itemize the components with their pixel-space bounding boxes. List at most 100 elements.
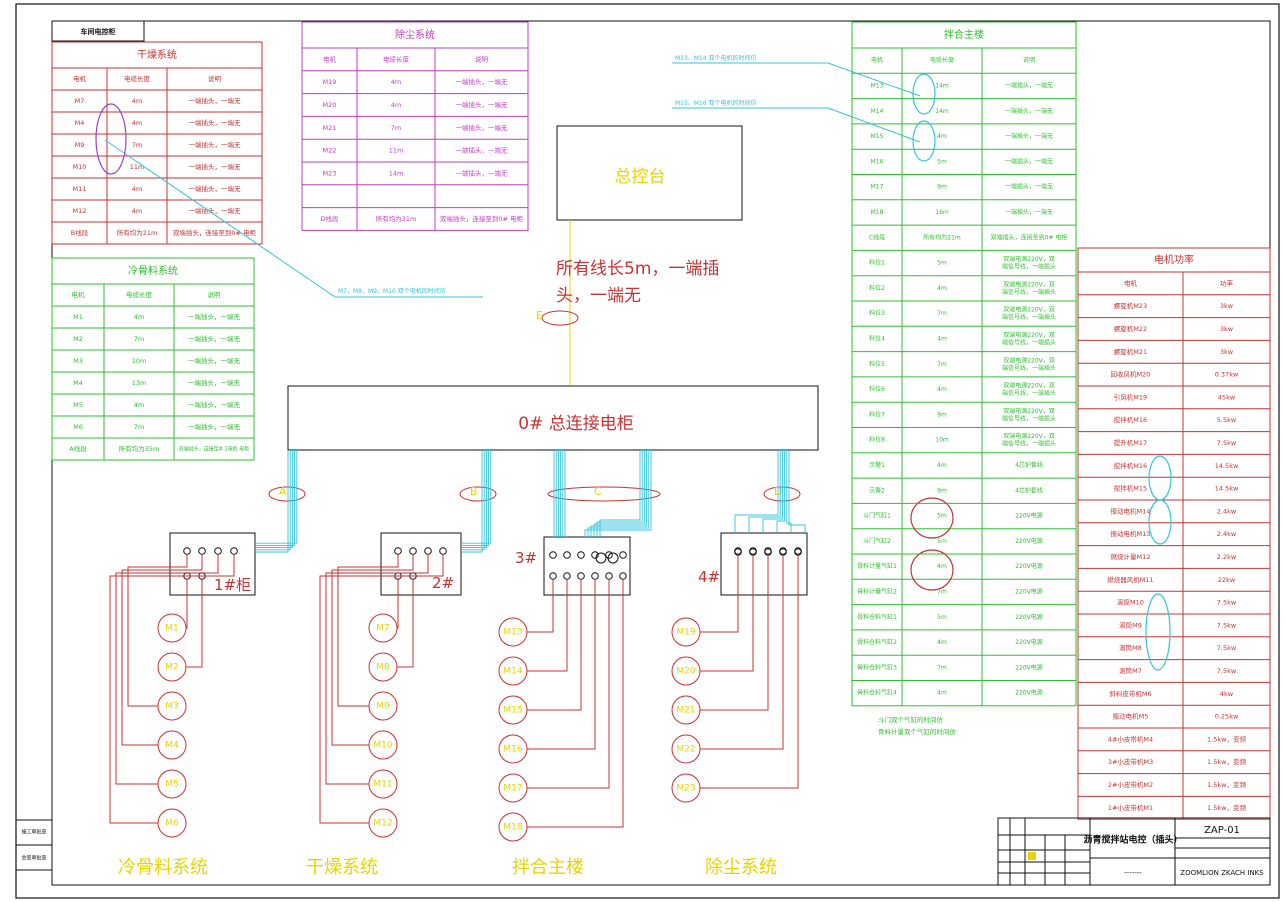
trunk-wire — [461, 450, 487, 549]
motor-label: M10 — [373, 741, 392, 751]
corner-label-box — [51, 20, 145, 42]
cabinet-label: 3# — [515, 549, 537, 567]
table-cell: 螺旋机M22 — [1114, 324, 1147, 333]
table-cell: 端信号线，一端插头 — [1002, 414, 1056, 422]
motor-wire — [527, 580, 582, 711]
segment-ellipse — [459, 486, 497, 502]
table-cell: M19 — [323, 78, 337, 86]
table-cell: 骨料仓料气缸4 — [857, 689, 897, 697]
table-cell: 提升机M17 — [1114, 438, 1147, 447]
highlight-ellipse — [1148, 499, 1172, 545]
table-cell: 一端插头，一端无 — [456, 168, 509, 177]
table-cell: 14.5kw — [1215, 462, 1239, 470]
trunk-wire — [461, 450, 492, 544]
table-cell: 斜料皮带机M6 — [1109, 689, 1151, 698]
trunk-wire — [587, 450, 650, 537]
table-cell: 11m — [389, 147, 404, 155]
motor-wire — [325, 555, 429, 785]
table-cell: 7m — [391, 124, 401, 132]
annotation-leader — [104, 139, 336, 298]
motor-label: M5 — [165, 780, 179, 790]
highlight-ellipse — [912, 120, 936, 162]
table-cell: 7.5kw — [1217, 439, 1237, 447]
cabinet-box — [169, 532, 256, 596]
trunk-wire — [255, 450, 296, 546]
table-cell: 2.2kw — [1217, 553, 1237, 561]
annotation-leader — [827, 62, 921, 97]
motor-wire — [319, 555, 444, 824]
highlight-ellipse — [95, 103, 127, 175]
cable-note: 头，一端无 — [556, 286, 641, 306]
terminal — [619, 572, 627, 580]
table-cell: 料位6 — [869, 385, 885, 393]
motor-label: M21 — [676, 706, 695, 716]
motor-wire — [700, 555, 769, 711]
annotation-text: M7、M8、M9、M10 双个电机的时间仿 — [338, 287, 446, 295]
table-cell: M16 — [871, 158, 884, 165]
table-cell: 一端插头，一端无 — [1005, 132, 1053, 140]
relay-coil — [607, 552, 619, 564]
terminal — [394, 547, 402, 555]
table-cell: 7m — [937, 361, 947, 368]
table-border — [51, 41, 263, 245]
table-cell: M10 — [73, 163, 87, 171]
cable-note: 所有线长5m，一端插 — [556, 259, 719, 279]
table-cell: 3kw — [1220, 325, 1234, 333]
company-name: ZOOMLION ZKACH INKS — [1180, 869, 1264, 877]
segment-label: B — [470, 485, 478, 498]
table-cell: 220V电源 — [1015, 613, 1043, 621]
motor-label: M8 — [376, 663, 390, 673]
table-cell: M7 — [75, 97, 85, 105]
terminal — [619, 551, 627, 559]
motor-label: M3 — [165, 702, 179, 712]
table-border — [301, 21, 529, 231]
mixing-note: 斗门双个气缸的时间仿 — [878, 715, 944, 724]
motor-wire — [186, 580, 188, 629]
trunk-wire — [734, 450, 779, 533]
table-cell: 骨料仓料气缸3 — [857, 663, 897, 671]
motor-label: M18 — [503, 823, 522, 833]
motor-wire — [700, 555, 754, 672]
table-cell: 7m — [937, 588, 947, 595]
motor-label: M15 — [503, 706, 522, 716]
corner-label: 车间电控柜 — [81, 27, 116, 36]
table-cell: 4m — [134, 401, 144, 409]
terminal — [409, 547, 417, 555]
table-cell: 搅拌机M16 — [1114, 415, 1147, 424]
table-cell: 双端电源220V，双 — [1003, 280, 1055, 288]
table-header-cell: 电机 — [323, 54, 337, 63]
table-header-cell: 说明 — [475, 54, 489, 63]
annotation-leader — [827, 107, 921, 143]
table-cell: 7m — [937, 310, 947, 317]
annotation-text: M13、M14 双个电机的时间仿 — [675, 54, 757, 62]
table-cell: 双端电源220V，双 — [1003, 382, 1055, 390]
annotation-text: M15、M16 双个电机的时间仿 — [675, 99, 757, 107]
table-cell: 1.5kw，变频 — [1207, 734, 1246, 743]
motor-label: M20 — [676, 667, 695, 677]
table-cell: 振动电机M14 — [1111, 506, 1151, 515]
table-cell: 2.4kw — [1217, 530, 1237, 538]
drying-title: 干燥系统 — [137, 48, 177, 61]
motor-label: M7 — [376, 624, 390, 634]
trunk-wire — [593, 450, 645, 537]
table-cell: 斗门气缸2 — [863, 537, 891, 545]
table-header-cell: 说明 — [1023, 56, 1035, 64]
cabinet-label: 4# — [698, 568, 720, 586]
table-cell: 端信号线，一端插头 — [1002, 440, 1056, 448]
motor-label: M1 — [165, 624, 179, 634]
table-cell: 端信号线，一端插头 — [1002, 338, 1056, 346]
table-cell: 4芯护套线 — [1015, 461, 1043, 469]
table-cell: 3kw — [1220, 348, 1234, 356]
title-block-mark — [1028, 852, 1036, 860]
terminal — [183, 547, 191, 555]
highlight-ellipse — [912, 73, 936, 115]
table-cell: 引风机M19 — [1114, 392, 1147, 401]
table-cell: 滚筒M8 — [1119, 643, 1142, 652]
table-cell: 7m — [134, 423, 144, 431]
table-cell: 0.25kw — [1215, 713, 1239, 721]
table-cell: 220V电源 — [1015, 537, 1043, 545]
system-label: 冷骨料系统 — [118, 857, 208, 878]
table-cell: 4m — [937, 386, 947, 393]
motor-label: M6 — [165, 819, 179, 829]
